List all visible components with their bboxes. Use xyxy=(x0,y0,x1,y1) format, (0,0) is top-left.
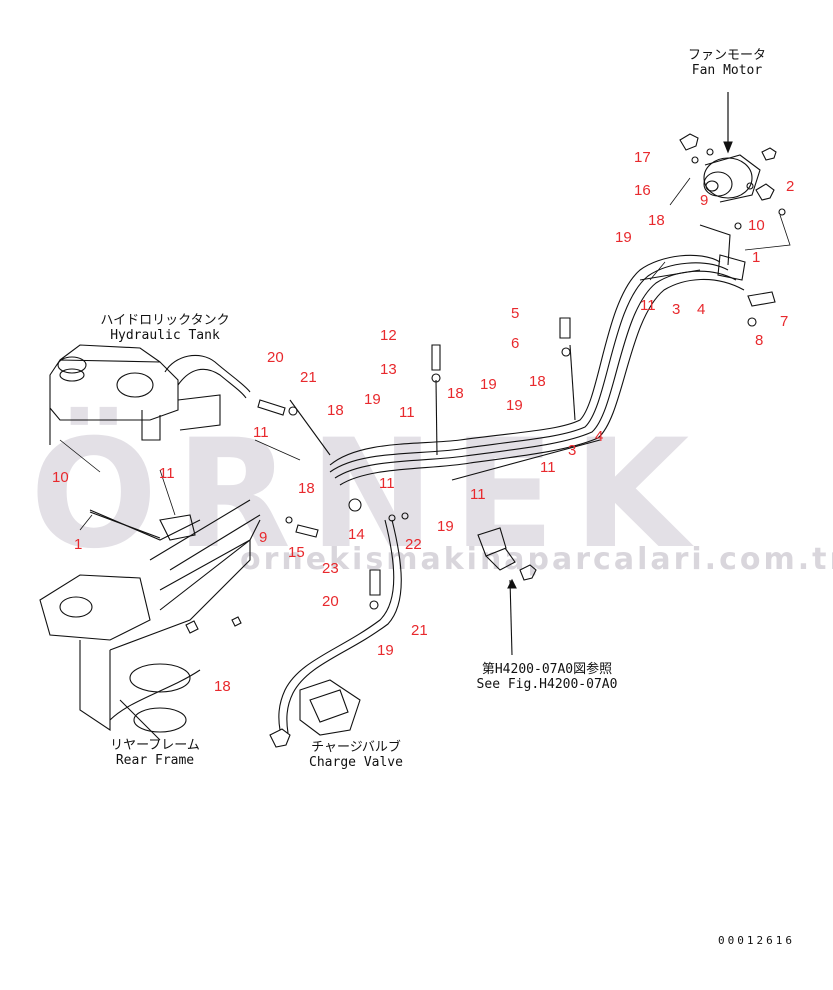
hose-bundle-upper xyxy=(289,224,746,486)
callout-6: 6 xyxy=(511,335,520,352)
callout-12: 12 xyxy=(380,327,397,344)
see-figure-label-en: See Fig.H4200-07A0 xyxy=(476,677,618,692)
callout-11: 11 xyxy=(379,475,395,492)
callout-20: 20 xyxy=(267,349,284,366)
callout-7: 7 xyxy=(780,313,789,330)
callout-16: 18 xyxy=(214,678,231,695)
callout-9: 1 xyxy=(74,536,83,553)
callout-16: 16 xyxy=(634,182,651,199)
callout-22: 19 xyxy=(437,518,454,535)
callout-3: 3 xyxy=(672,301,681,318)
callout-11: 11 xyxy=(253,424,269,441)
fan-motor-drawing xyxy=(679,92,786,230)
callout-11: 11 xyxy=(159,465,175,482)
callout-4: 4 xyxy=(697,301,706,318)
callout-9: 9 xyxy=(700,192,709,209)
callout-18: 18 xyxy=(529,373,546,390)
fan-motor-label-jp: ファンモータ xyxy=(687,48,766,63)
hydraulic-tank-label-jp: ハイドロリックタンク xyxy=(100,313,230,328)
callout-23: 22 xyxy=(405,536,422,553)
callout-8: 8 xyxy=(755,332,764,349)
charge-valve-label-jp: チャージバルブ xyxy=(311,740,401,755)
fan-motor-label-en: Fan Motor xyxy=(691,63,763,78)
rear-frame-label-jp: リヤーフレーム xyxy=(110,738,200,753)
see-figure-label: 第H4200-07A0図参照 See Fig.H4200-07A0 xyxy=(462,662,632,692)
callout-1: 1 xyxy=(752,249,761,266)
leader-lines xyxy=(59,177,791,531)
callout-18: 19 xyxy=(377,642,394,659)
callout-1: 11 xyxy=(470,486,486,503)
charge-valve-label-en: Charge Valve xyxy=(309,755,403,770)
callout-19: 21 xyxy=(411,622,428,639)
rear-frame-label: リヤーフレーム Rear Frame xyxy=(100,738,210,768)
callout-15: 9 xyxy=(259,529,268,546)
hose-lower xyxy=(269,519,402,748)
callout-18: 18 xyxy=(447,385,464,402)
callout-19: 19 xyxy=(480,376,497,393)
fittings xyxy=(89,291,776,656)
callout-21: 21 xyxy=(300,369,317,386)
rear-frame-label-en: Rear Frame xyxy=(115,753,195,768)
see-figure-label-jp: 第H4200-07A0図参照 xyxy=(481,662,613,677)
callout-11: 11 xyxy=(399,404,415,421)
callout-10: 10 xyxy=(52,469,69,486)
callout-18: 18 xyxy=(648,212,665,229)
callout-2: 2 xyxy=(786,178,795,195)
callout-13: 13 xyxy=(380,361,397,378)
callout-19: 19 xyxy=(364,391,381,408)
callout-21: 20 xyxy=(322,593,339,610)
callout-17: 17 xyxy=(634,149,651,166)
hydraulic-tank-label: ハイドロリックタンク Hydraulic Tank xyxy=(80,313,250,343)
callout-19: 14 xyxy=(348,526,365,543)
callout-19: 19 xyxy=(615,229,632,246)
callout-18: 18 xyxy=(298,480,315,497)
hydraulic-tank-label-en: Hydraulic Tank xyxy=(110,328,220,343)
callout-20: 23 xyxy=(322,560,339,577)
fan-motor-label: ファンモータ Fan Motor xyxy=(672,48,782,78)
callout-19: 19 xyxy=(506,397,523,414)
callout-11: 11 xyxy=(640,297,656,314)
document-number: 00012616 xyxy=(718,934,795,947)
rear-frame-drawing xyxy=(39,499,261,741)
callout-5: 5 xyxy=(511,305,520,322)
callout-4: 4 xyxy=(595,428,604,445)
callout-18: 18 xyxy=(327,402,344,419)
callout-14: 15 xyxy=(288,544,305,561)
charge-valve-label: チャージバルブ Charge Valve xyxy=(296,740,416,770)
callout-11: 11 xyxy=(540,459,556,476)
callout-3: 3 xyxy=(568,442,577,459)
callout-10: 10 xyxy=(748,217,765,234)
hydraulic-tank-drawing xyxy=(49,344,251,445)
